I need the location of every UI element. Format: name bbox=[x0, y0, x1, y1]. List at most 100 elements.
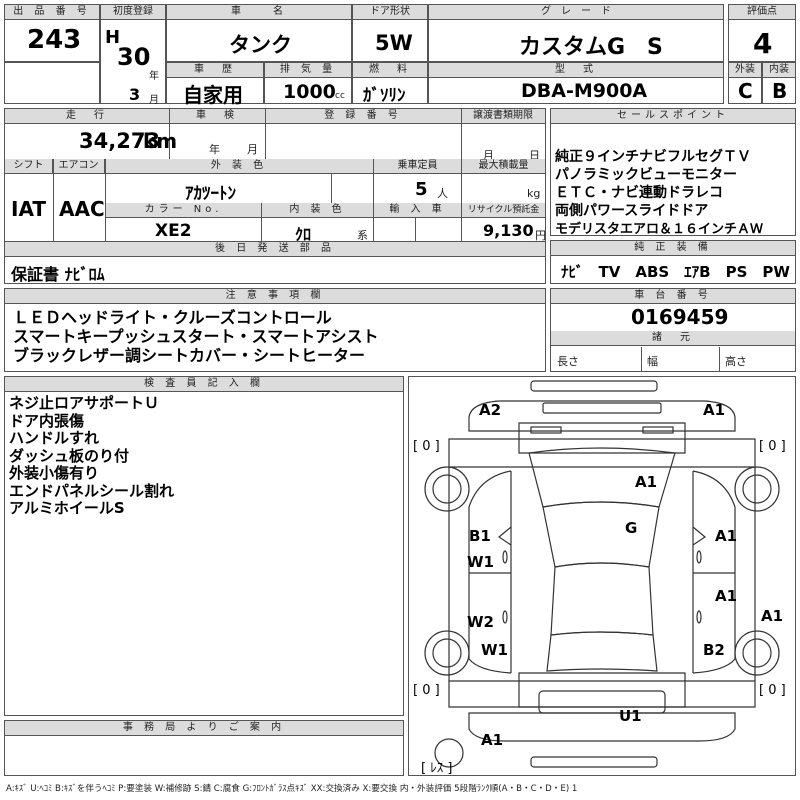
width-label: 幅 bbox=[647, 355, 658, 368]
color: ｱｶﾂｰﾄﾝ bbox=[185, 184, 236, 204]
score-label: 評価点 bbox=[729, 5, 795, 20]
chassis-label: 車 台 番 号 bbox=[551, 289, 795, 304]
model-label: 型 式 bbox=[429, 63, 723, 78]
sales-points-box: セールスポイント 純正９インチナビフルセグＴＶ パノラミックビューモニター ＥＴ… bbox=[550, 108, 796, 237]
transfer-day-unit: 日 bbox=[529, 149, 540, 162]
first-reg-label: 初度登録 bbox=[101, 5, 165, 20]
displacement: 1000 bbox=[283, 81, 336, 103]
mark-w2-left-rear-door: W2 bbox=[467, 613, 494, 631]
first-reg-box: 初度登録 H 30 年 3 月 bbox=[100, 4, 166, 106]
load-label: 最大積載量 bbox=[461, 159, 545, 174]
capacity-label: 乗車定員 bbox=[373, 159, 461, 174]
details-grid: 走 行 車 検 登 録 番 号 譲渡書類期限 34,273 km 年 月 月 日… bbox=[4, 108, 546, 284]
exterior-grade: C bbox=[738, 79, 753, 103]
era-mark: H bbox=[105, 27, 121, 48]
recycle-label: リサイクル預託金 bbox=[462, 203, 545, 218]
length-label: 長さ bbox=[557, 355, 579, 368]
chassis-number: 0169459 bbox=[631, 305, 729, 329]
capacity: 5 bbox=[415, 179, 428, 200]
history-label: 車 歴 bbox=[167, 63, 263, 78]
sales-point-line: 純正９インチナビフルセグＴＶ bbox=[555, 149, 751, 165]
car-name: タンク bbox=[229, 33, 292, 57]
plate-label: 登 録 番 号 bbox=[265, 109, 461, 124]
year-unit: 年 bbox=[149, 71, 159, 82]
note-line: スマートキープッシュスタート・スマートアシスト bbox=[13, 327, 379, 346]
door-type: 5W bbox=[375, 31, 413, 55]
inspection-month-unit: 月 bbox=[247, 143, 258, 156]
tire-label-rear-left: [ 0 ] bbox=[413, 683, 440, 698]
mark-w1-left-quarter: W1 bbox=[481, 641, 508, 659]
grade-box: グ レ ー ド カスタムG S bbox=[428, 4, 724, 62]
recycle: 9,130 bbox=[483, 221, 534, 240]
displacement-label: 排 気 量 bbox=[265, 63, 351, 78]
sales-points-label: セールスポイント bbox=[551, 109, 795, 124]
car-name-label: 車 名 bbox=[167, 5, 351, 20]
mark-a1-hood: A1 bbox=[635, 473, 658, 491]
transfer-month-unit: 月 bbox=[483, 149, 494, 162]
shift-label: シフト bbox=[5, 159, 53, 174]
sales-point-line: モデリスタエアロ＆１６インチＡＷ bbox=[555, 222, 764, 237]
inspector-line: ネジ止ロアサポートＵ bbox=[9, 394, 160, 412]
exterior-box: 外装 C bbox=[728, 62, 762, 104]
lot-label: 出 品 番 号 bbox=[5, 5, 99, 20]
mark-a1-front-right: A1 bbox=[703, 401, 726, 419]
door-label: ドア形状 bbox=[353, 5, 427, 20]
load-unit: kg bbox=[527, 187, 541, 200]
inspector-box: 検 査 員 記 入 欄 ネジ止ロアサポートＵ ドア内張傷 ハンドルすれ ダッシュ… bbox=[4, 376, 404, 716]
capacity-unit: 人 bbox=[437, 187, 448, 200]
interior-grade: B bbox=[772, 79, 788, 103]
mark-w1-left-front-door: W1 bbox=[467, 553, 494, 571]
grade-label: グ レ ー ド bbox=[429, 5, 723, 20]
legend: A:ｷｽﾞ U:ﾍｺﾐ B:ｷｽﾞを伴うﾍｺﾐ P:要塗装 W:補修跡 S:錆 … bbox=[6, 784, 578, 794]
color-no-label: カラー No. bbox=[106, 203, 261, 218]
interior-box: 内装 B bbox=[762, 62, 796, 104]
model-code: DBA-M900A bbox=[521, 80, 648, 102]
tire-label-front-left: [ 0 ] bbox=[413, 439, 440, 454]
mark-a1-right-front-door: A1 bbox=[715, 527, 738, 545]
mileage-label: 走 行 bbox=[5, 109, 169, 124]
reg-month: 3 bbox=[129, 85, 141, 104]
tire-label-rear-right: [ 0 ] bbox=[759, 683, 786, 698]
note-line: ＬＥＤヘッドライト・クルーズコントロール bbox=[13, 308, 332, 327]
lot-number: 243 bbox=[27, 25, 82, 55]
color-no: XE2 bbox=[155, 221, 192, 241]
inspector-line: エンドパネルシール割れ bbox=[9, 481, 175, 500]
mark-a1-rear-bumper: A1 bbox=[481, 731, 504, 749]
reg-year: 30 bbox=[117, 43, 151, 71]
inspector-line: アルミホイールS bbox=[9, 499, 125, 517]
inspector-line: ドア内張傷 bbox=[9, 411, 85, 430]
mark-b2-right-quarter: B2 bbox=[703, 641, 725, 659]
equipment-label: 純 正 装 備 bbox=[551, 241, 795, 256]
mark-a1-right-rear-door: A1 bbox=[715, 587, 738, 605]
mark-u1-rear: U1 bbox=[619, 707, 642, 725]
fuel-box: 燃 料 ｶﾞｿﾘﾝ bbox=[352, 62, 428, 106]
sales-point-line: 両側パワースライドドア bbox=[555, 203, 709, 219]
inspector-label: 検 査 員 記 入 欄 bbox=[5, 377, 403, 392]
equipment-box: 純 正 装 備 ﾅﾋﾞ TV ABS ｴｱB PS PW bbox=[550, 240, 796, 284]
fuel-label: 燃 料 bbox=[353, 63, 427, 78]
history: 自家用 bbox=[183, 83, 243, 107]
notes-label: 注 意 事 項 欄 bbox=[5, 289, 545, 304]
notes-box: 注 意 事 項 欄 ＬＥＤヘッドライト・クルーズコントロール スマートキープッシ… bbox=[4, 288, 546, 372]
sales-point-line: ＥＴＣ・ナビ連動ドラレコ bbox=[555, 185, 723, 201]
mileage-unit: km bbox=[143, 129, 178, 153]
equipment: ﾅﾋﾞ TV ABS ｴｱB PS PW bbox=[561, 263, 790, 281]
spec-label: 諸 元 bbox=[551, 331, 795, 346]
exterior-label: 外装 bbox=[729, 63, 761, 78]
fuel: ｶﾞｿﾘﾝ bbox=[363, 86, 406, 106]
displacement-unit: cc bbox=[335, 91, 345, 101]
interior-label: 内装 bbox=[763, 63, 795, 78]
inspection-year-unit: 年 bbox=[209, 143, 220, 156]
mark-b1-left-front-door: B1 bbox=[469, 527, 491, 545]
ac-label: エアコン bbox=[53, 159, 105, 174]
history-box: 車 歴 自家用 bbox=[166, 62, 264, 107]
month-unit: 月 bbox=[149, 95, 159, 106]
office-box: 事 務 局 よ り ご 案 内 bbox=[4, 720, 404, 776]
sales-point-line: パノラミックビューモニター bbox=[555, 167, 737, 183]
mark-g-windshield: G bbox=[625, 519, 638, 537]
score-box: 評価点 4 bbox=[728, 4, 796, 62]
height-label: 高さ bbox=[725, 355, 747, 368]
later-parts-label: 後 日 発 送 部 品 bbox=[5, 242, 545, 257]
ac: AAC bbox=[59, 197, 105, 221]
mark-a2-front-left: A2 bbox=[479, 401, 502, 419]
